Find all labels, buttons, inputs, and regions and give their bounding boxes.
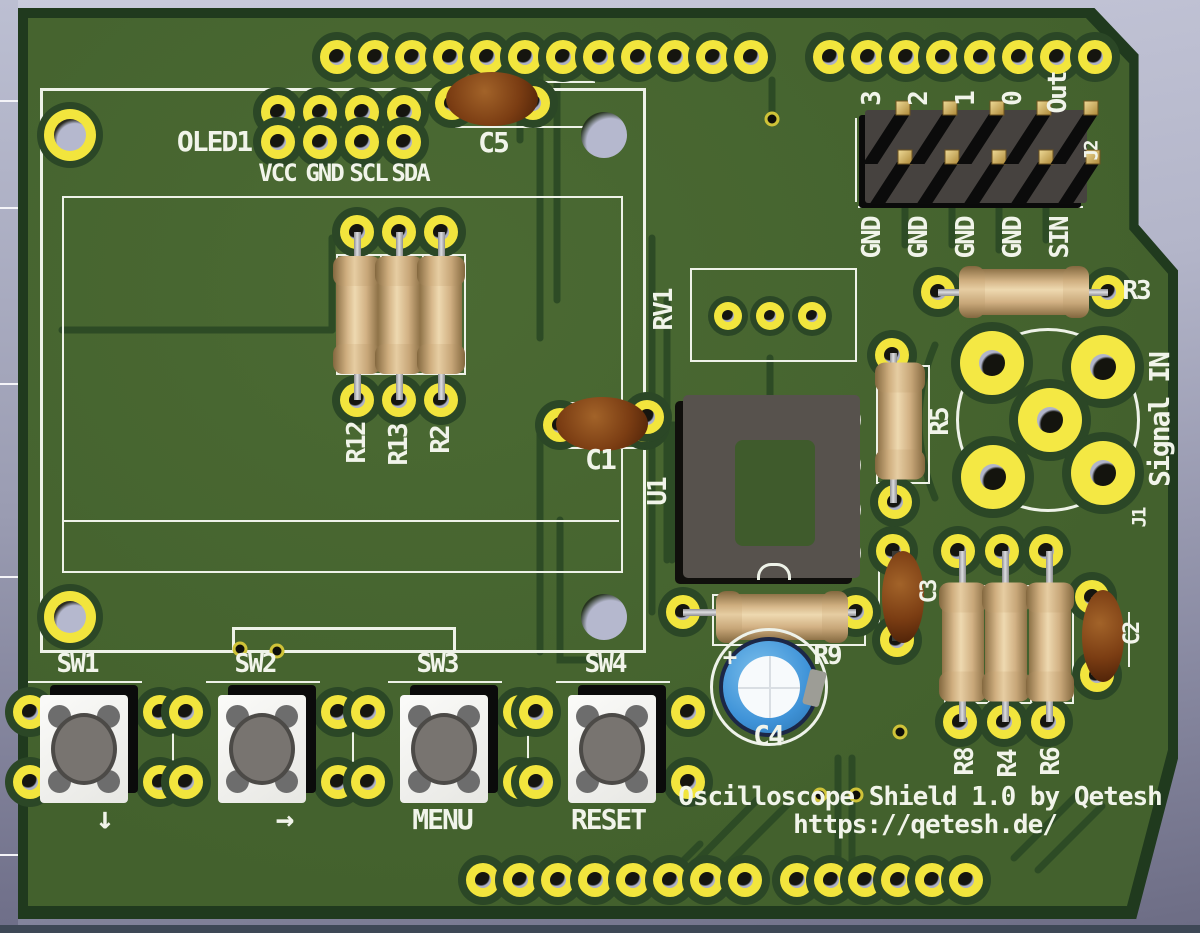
pcb-board-face <box>28 18 1168 906</box>
ruler-tick <box>0 207 18 209</box>
side-ruler-strip <box>0 0 48 933</box>
ruler-tick <box>0 576 18 578</box>
ruler-tick <box>0 100 18 102</box>
ruler-tick <box>0 383 18 385</box>
pcb-board <box>18 8 1178 919</box>
window-bottom-edge <box>0 925 1200 933</box>
